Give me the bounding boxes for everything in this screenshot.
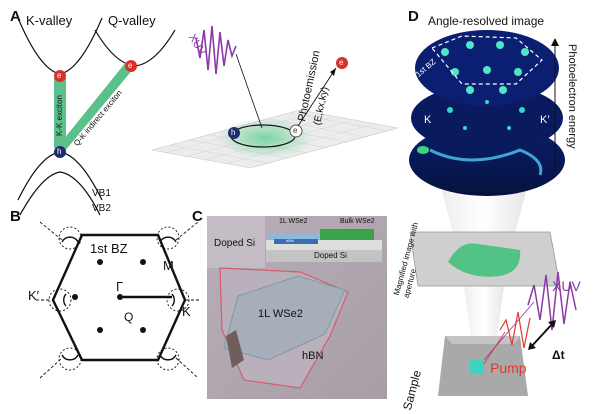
- panel-a-photoemission: [151, 25, 399, 169]
- q-valley-conduction-band: [94, 29, 176, 67]
- panel-d-apparatus: [409, 30, 577, 396]
- panel-label-c: C: [192, 208, 203, 225]
- electron-sheet-symbol: e: [293, 126, 298, 135]
- pump-label: Pump: [490, 360, 527, 376]
- delta-t-label: Δt: [552, 348, 565, 362]
- doped-si-label: Doped Si: [214, 238, 256, 249]
- hbn-label: hBN: [302, 350, 324, 362]
- panel-b-brillouin-zone: [36, 221, 200, 379]
- k-label-d: K: [424, 114, 432, 126]
- hole-sheet-symbol: h: [231, 128, 236, 137]
- panel-a-band-diagram: [17, 17, 176, 216]
- panel-label-a: A: [10, 8, 21, 25]
- vb1-label: VB1: [92, 188, 111, 199]
- doped-si-inset-label: Doped Si: [314, 251, 347, 260]
- q-label: Q: [124, 310, 134, 324]
- hbn-inset-label: hBN: [286, 238, 294, 243]
- panel-label-d: D: [408, 8, 419, 25]
- wse2-1l-inset-label: 1L WSe2: [279, 218, 308, 225]
- k-prime-label-d: K′: [540, 114, 550, 126]
- electron-q-symbol: e: [128, 61, 133, 70]
- bulk-wse2-label: Bulk WSe2: [340, 218, 375, 225]
- electron-q: [125, 60, 137, 72]
- angle-resolved-title: Angle-resolved image: [428, 14, 545, 28]
- panel-c-sample-photo: [207, 216, 387, 399]
- kq-exciton-bar: [55, 62, 134, 152]
- gamma-label: Γ: [116, 279, 124, 294]
- kk-exciton-label: K-K exciton: [55, 95, 64, 136]
- first-bz-label-b: 1st BZ: [90, 241, 128, 256]
- k-label-b: K: [182, 304, 191, 319]
- vb2-label: VB2: [92, 203, 111, 214]
- q-valley-label: Q-valley: [108, 13, 156, 28]
- m-label: M: [163, 258, 174, 273]
- vb1-band: [17, 151, 103, 201]
- hole-k-symbol: h: [57, 147, 62, 156]
- hole-k: [54, 146, 66, 158]
- k-valley-label: K-valley: [26, 13, 73, 28]
- electron-k-symbol: e: [57, 71, 62, 80]
- emitted-electron-symbol: e: [339, 58, 344, 67]
- photoelectron-energy-label: Photoelectron energy: [566, 44, 578, 149]
- panel-label-b: B: [10, 208, 21, 225]
- kk-exciton-bar: [54, 78, 66, 148]
- k-prime-label-b: K′: [28, 288, 40, 303]
- vb2-band: [19, 171, 101, 216]
- xuv-label-d: XUV: [552, 278, 581, 294]
- wse2-1l-label: 1L WSe2: [258, 308, 303, 320]
- electron-k: [54, 70, 66, 82]
